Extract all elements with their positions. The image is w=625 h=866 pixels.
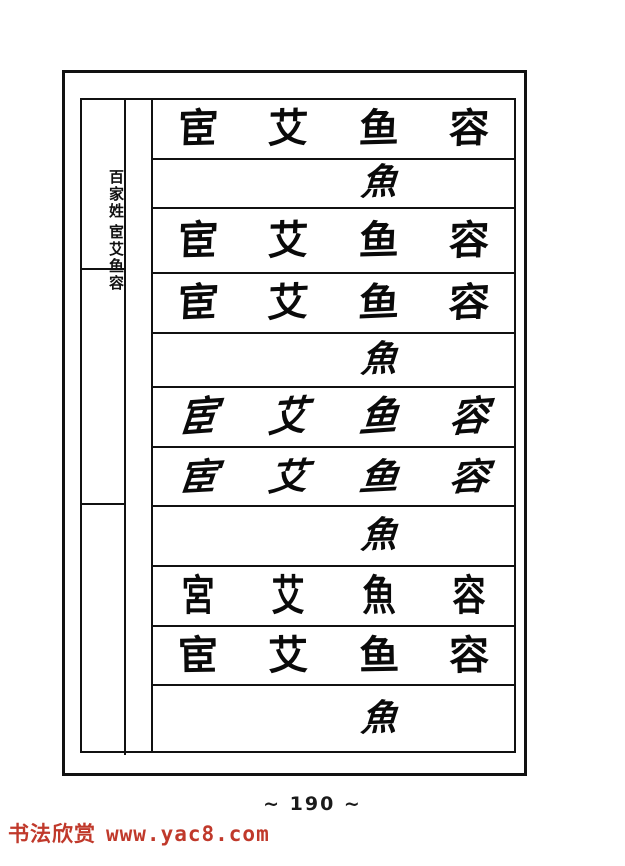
character-cell: 宦: [176, 454, 220, 499]
character-cell: 艾: [266, 279, 311, 327]
sidebar-box-top: [82, 100, 124, 270]
character-cell: 宦: [177, 105, 220, 153]
calligraphy-grid: 百家姓 宦艾鱼容 宦艾鱼容魚宦艾鱼容宦艾鱼容魚宦艾鱼容宦艾鱼容魚宮艾魚容宦艾鱼容…: [80, 98, 516, 755]
sidebar-vertical-divider: [124, 100, 126, 755]
character-cell: 宮: [181, 571, 215, 621]
table-row: 宦艾鱼容: [153, 627, 514, 687]
character-cell: 宦: [176, 392, 220, 442]
character-cell: 魚: [362, 571, 396, 621]
character-cell: 艾: [267, 632, 309, 679]
character-cell: 宦: [177, 217, 220, 265]
character-cell: 容: [448, 632, 490, 679]
page-outer-frame: 百家姓 宦艾鱼容 宦艾鱼容魚宦艾鱼容宦艾鱼容魚宦艾鱼容宦艾鱼容魚宮艾魚容宦艾鱼容…: [62, 70, 527, 776]
character-cell: 鱼: [356, 454, 401, 499]
character-cell: 魚: [359, 514, 399, 557]
watermark-site-name: 书法欣赏: [8, 822, 96, 846]
character-table: 宦艾鱼容魚宦艾鱼容宦艾鱼容魚宦艾鱼容宦艾鱼容魚宮艾魚容宦艾鱼容魚: [153, 98, 516, 753]
table-row: 宦艾鱼容: [153, 388, 514, 448]
table-row: 宦艾鱼容: [153, 100, 514, 160]
character-cell: 鱼: [356, 279, 401, 327]
character-cell: 鱼: [357, 105, 400, 153]
table-row: 魚: [153, 160, 514, 210]
character-cell: 魚: [359, 338, 399, 381]
character-cell: 容: [452, 571, 486, 621]
character-cell: 魚: [359, 161, 399, 205]
table-row: 魚: [153, 507, 514, 568]
table-row: 宦 艾鱼 容: [153, 448, 514, 508]
sidebar-label-entry-characters: 宦艾鱼容: [107, 224, 125, 292]
sidebar-box-bottom: [82, 503, 124, 755]
page-number: ~ 190 ~: [263, 793, 362, 815]
character-cell: 鱼: [358, 632, 400, 679]
character-cell: 艾: [267, 105, 310, 153]
character-cell: 容: [447, 454, 491, 499]
character-cell: 容: [447, 217, 490, 265]
watermark: 书法欣赏 www.yac8.com: [8, 818, 270, 848]
table-row: 魚: [153, 334, 514, 389]
sidebar-label-book-title: 百家姓: [107, 168, 125, 220]
character-cell: 容: [447, 392, 491, 442]
watermark-url: www.yac8.com: [106, 822, 270, 846]
character-cell: 容: [447, 105, 490, 153]
character-cell: 宦: [176, 279, 220, 327]
character-cell: 鱼: [356, 392, 401, 442]
character-cell: 艾: [266, 454, 311, 499]
character-cell: 艾: [267, 217, 310, 265]
character-cell: 宦: [177, 632, 219, 679]
table-row: 魚: [153, 686, 514, 751]
table-row: 宦艾鱼容: [153, 274, 514, 334]
character-cell: 鱼: [357, 217, 400, 265]
table-row: 宮艾魚容: [153, 567, 514, 627]
sidebar-strip: 百家姓 宦艾鱼容: [80, 98, 153, 755]
character-cell: 艾: [266, 392, 311, 442]
character-cell: 魚: [359, 696, 399, 740]
character-cell: 艾: [271, 571, 305, 621]
character-cell: 容: [447, 279, 491, 327]
table-row: 宦艾鱼容: [153, 209, 514, 274]
